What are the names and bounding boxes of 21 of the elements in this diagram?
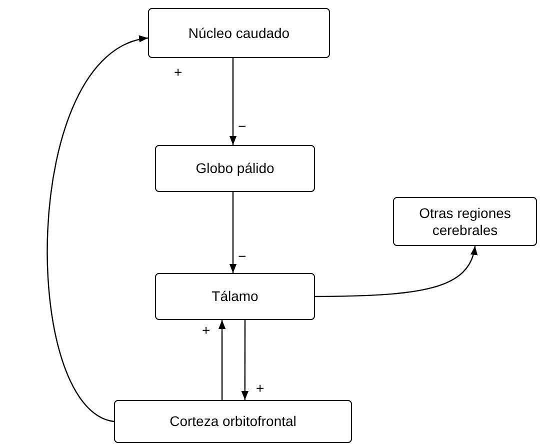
edge-label: − bbox=[238, 248, 246, 264]
box-label: Corteza orbitofrontal bbox=[170, 413, 296, 430]
process-box bbox=[155, 145, 315, 192]
arrow bbox=[241, 320, 248, 400]
arrow bbox=[315, 246, 477, 298]
edge-label: + bbox=[202, 322, 210, 338]
arrow bbox=[47, 37, 148, 422]
process-box bbox=[148, 8, 330, 58]
box-label: Otras regiones cerebrales bbox=[418, 204, 512, 238]
box-label: Núcleo caudado bbox=[188, 24, 290, 42]
sign-label: + bbox=[174, 64, 182, 80]
process-box bbox=[155, 273, 315, 320]
edge-label: + bbox=[256, 380, 264, 396]
box-label: Globo pálido bbox=[196, 160, 274, 177]
edge-label: − bbox=[238, 118, 246, 134]
process-box bbox=[393, 197, 537, 246]
box-label: Tálamo bbox=[212, 288, 258, 305]
arrow bbox=[229, 192, 237, 273]
process-box bbox=[114, 400, 352, 443]
arrow bbox=[229, 58, 237, 145]
arrow bbox=[218, 320, 226, 400]
